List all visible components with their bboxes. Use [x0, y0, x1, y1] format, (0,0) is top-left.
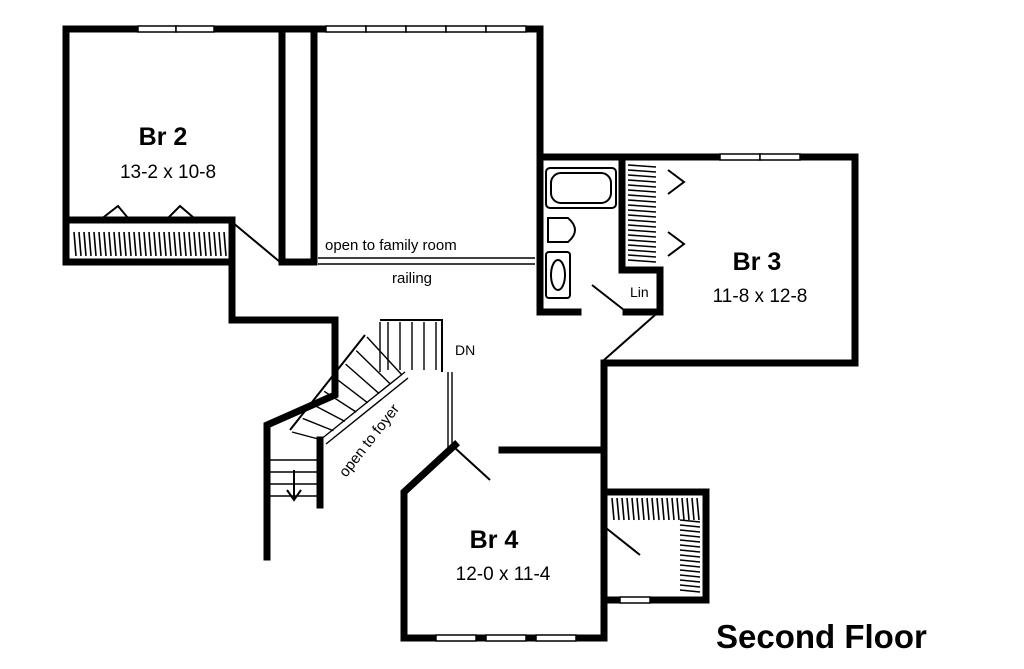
windows	[137, 25, 801, 642]
room-name-br2: Br 2	[139, 123, 188, 151]
room-name-br3: Br 3	[733, 248, 782, 276]
doors	[99, 169, 686, 556]
room-size-br2: 13-2 x 10-8	[120, 162, 216, 183]
floor-title: Second Floor	[716, 618, 927, 655]
br2-closet-hatch	[73, 231, 227, 257]
walls	[62, 25, 859, 642]
open-to-foyer-label: open to foyer	[336, 401, 403, 480]
br3-closet-hatch	[627, 164, 657, 263]
open-to-family-room-label: open to family room	[325, 237, 457, 254]
room-size-br4: 12-0 x 11-4	[456, 564, 551, 585]
railing	[318, 257, 535, 448]
railing-label: railing	[392, 270, 432, 287]
room-name-br4: Br 4	[470, 526, 519, 554]
room-size-br3: 11-8 x 12-8	[713, 286, 808, 307]
linen-closet-label: Lin	[630, 284, 649, 300]
stair-down-arrow-icon	[286, 470, 302, 502]
br4-closet-hatch	[611, 497, 701, 593]
stair-down-label: DN	[455, 342, 475, 358]
bathroom-fixtures	[545, 167, 617, 299]
